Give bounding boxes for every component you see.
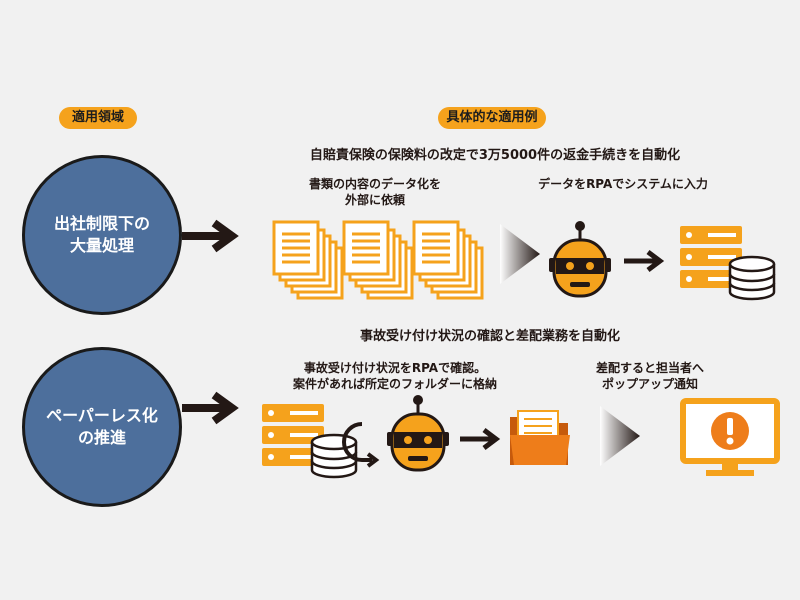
area-circle-line2: 大量処理 <box>69 236 134 255</box>
arrow-right-icon <box>624 250 665 272</box>
arrow-right-icon <box>182 391 239 425</box>
arrow-right-icon <box>460 428 501 450</box>
row2-step2-caption: 差配すると担当者へ ポップアップ通知 <box>595 361 704 391</box>
area-label: 適用領域 <box>59 107 137 129</box>
area-circle-line1: 出社制限下の <box>53 214 150 233</box>
monitor-alert-icon <box>680 398 780 476</box>
row1-step2-caption: データをRPAでシステムに入力 <box>538 177 708 191</box>
arrow-right-icon <box>182 219 239 253</box>
server-database-icon <box>680 226 776 301</box>
flow-triangle-icon <box>600 406 640 466</box>
document-stack-icon <box>342 220 414 300</box>
robot-icon <box>549 221 611 298</box>
folder-icon <box>510 410 570 465</box>
document-stack-icon <box>412 220 484 300</box>
row1-heading: 自賠責保険の保険料の改定で3万5000件の返金手続きを自動化 <box>309 148 681 163</box>
row2-step1-caption: 事故受け付け状況をRPAで確認。 案件があれば所定のフォルダーに格納 <box>292 361 497 391</box>
flow-triangle-icon <box>500 224 540 284</box>
area-circle-paperless: ペーパーレス化 の推進 <box>22 347 182 507</box>
area-circle-line2: の推進 <box>77 428 126 447</box>
area-circle-line1: ペーパーレス化 <box>46 406 158 425</box>
examples-label: 具体的な適用例 <box>438 107 546 129</box>
document-stack-icon <box>272 220 344 300</box>
row2-heading: 事故受け付け状況の確認と差配業務を自動化 <box>359 329 620 344</box>
area-circle-mass-processing: 出社制限下の 大量処理 <box>22 155 182 315</box>
loop-arrow-icon <box>342 422 380 468</box>
row1-step1-caption: 書類の内容のデータ化を 外部に依頼 <box>308 177 441 207</box>
robot-icon <box>387 395 449 472</box>
